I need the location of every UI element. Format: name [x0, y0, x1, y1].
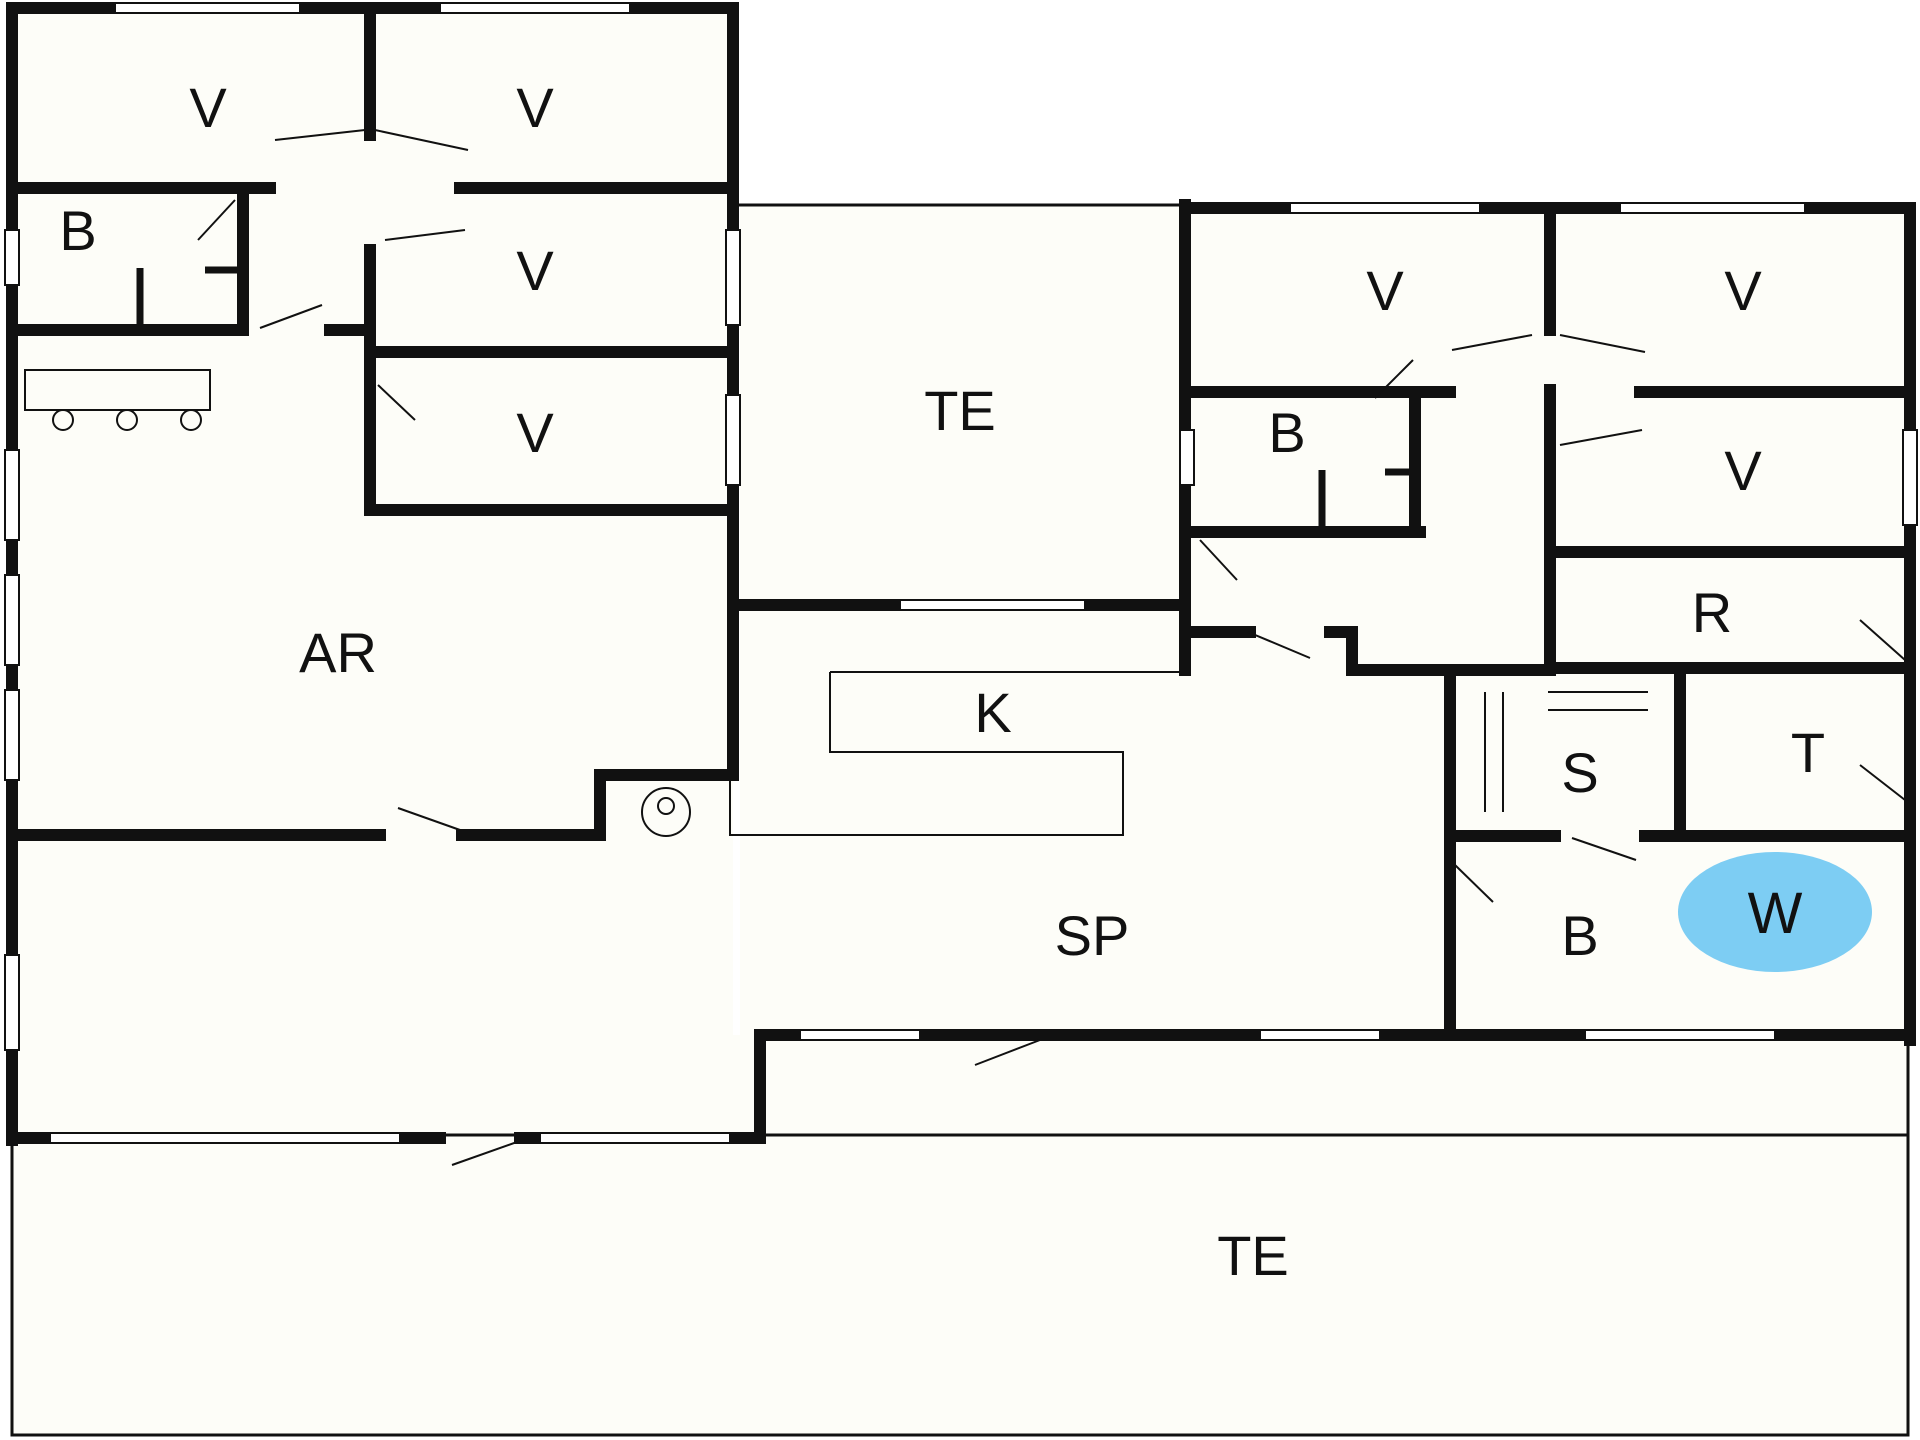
washing-machine-badge-icon: W [1678, 852, 1872, 972]
room-label-v4: V [516, 401, 554, 464]
room-label-k: K [974, 681, 1011, 744]
terrace-outlines [10, 203, 1910, 1437]
room-labels: V V V V B AR TE K SP V V V B R S T B TE [59, 76, 1825, 1287]
walls [6, 2, 1916, 1146]
room-label-sp: SP [1055, 904, 1130, 967]
room-label-r: R [1692, 581, 1732, 644]
washing-machine-badge-label: W [1748, 881, 1803, 946]
windows [4, 2, 1918, 1144]
floor-areas [10, 10, 1910, 1435]
room-label-v3: V [516, 239, 554, 302]
room-label-v2: V [516, 76, 554, 139]
room-label-b3: B [1561, 904, 1598, 967]
room-label-b2: B [1268, 401, 1305, 464]
room-label-v1: V [189, 76, 227, 139]
room-label-te-top: TE [924, 379, 996, 442]
room-label-v7: V [1724, 439, 1762, 502]
washing-machine-badge-circle [1678, 852, 1872, 972]
doors [197, 129, 1906, 1166]
room-label-b1: B [59, 199, 96, 262]
room-label-s: S [1561, 741, 1598, 804]
room-label-v6: V [1724, 259, 1762, 322]
fixtures [24, 266, 1648, 837]
room-label-ar: AR [299, 621, 377, 684]
room-label-te-bottom: TE [1217, 1224, 1289, 1287]
room-label-t: T [1791, 721, 1825, 784]
room-label-v5: V [1366, 259, 1404, 322]
